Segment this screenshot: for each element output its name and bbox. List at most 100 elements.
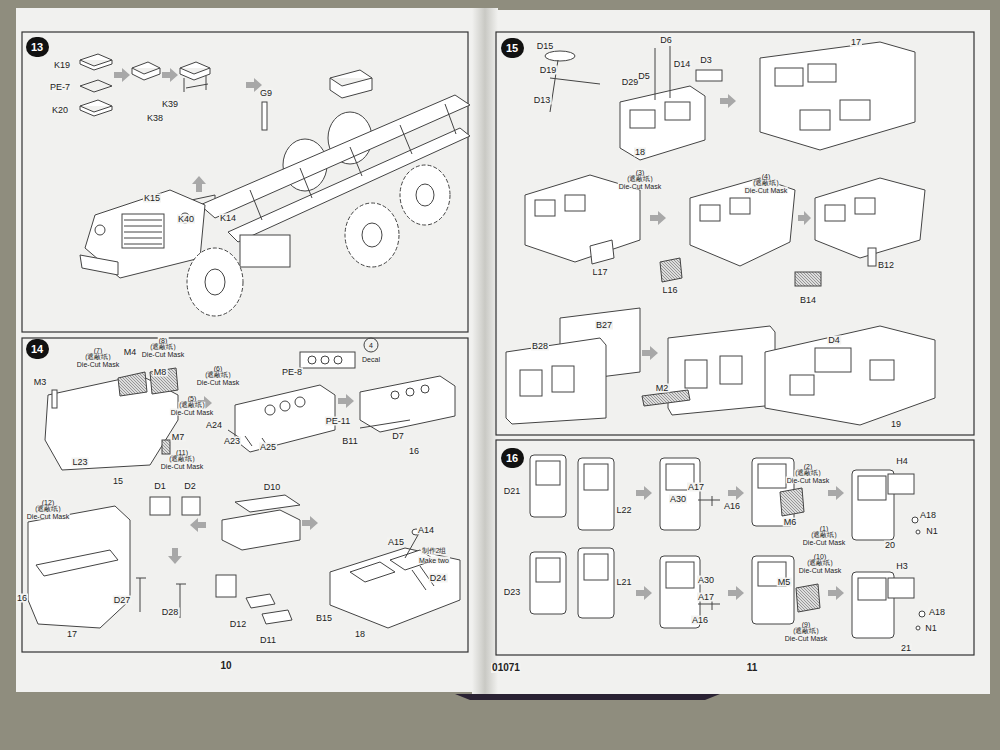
- step-number: 15: [501, 38, 524, 58]
- part-label: M6: [783, 518, 798, 527]
- part-label: 10: [219, 661, 232, 671]
- part-label: D14: [673, 60, 692, 69]
- part-label: A16: [691, 616, 709, 625]
- gutter: [472, 8, 498, 694]
- part-label: K15: [143, 194, 161, 203]
- mask-callout: Die-Cut Mask: [160, 463, 204, 470]
- mask-callout: (10): [813, 553, 827, 560]
- mask-callout: (7): [93, 347, 104, 354]
- part-label: A24: [205, 421, 223, 430]
- part-label: D3: [699, 56, 713, 65]
- step15-parts: [506, 42, 935, 425]
- mask-callout: Die-Cut Mask: [26, 513, 70, 520]
- part-label: 15: [112, 477, 124, 486]
- step-number: 16: [501, 448, 524, 468]
- mask-callout: (遮蔽纸): [84, 354, 111, 361]
- part-label: M2: [655, 384, 670, 393]
- part-label: M3: [33, 378, 48, 387]
- mask-callout: (12): [41, 499, 55, 506]
- part-label: K38: [146, 114, 164, 123]
- part-label: D19: [539, 66, 558, 75]
- step-number: 13: [26, 37, 49, 57]
- part-label: PE-7: [49, 83, 71, 92]
- part-label: G9: [259, 89, 273, 98]
- part-label: H4: [895, 457, 909, 466]
- part-label: PE-8: [281, 368, 303, 377]
- step13-parts: [80, 54, 470, 316]
- part-label: 17: [66, 630, 78, 639]
- part-label: 21: [900, 644, 912, 653]
- mask-callout: (遮蔽纸): [168, 456, 195, 463]
- mask-callout: (遮蔽纸): [806, 560, 833, 567]
- part-label: L16: [661, 286, 678, 295]
- mask-callout: (11): [175, 449, 189, 456]
- mask-callout: Die-Cut Mask: [744, 187, 788, 194]
- mask-callout: Die-Cut Mask: [76, 361, 120, 368]
- part-label: A30: [669, 495, 687, 504]
- mask-callout: Make two: [418, 557, 450, 564]
- mask-callout: (1): [819, 525, 830, 532]
- part-label: D1: [153, 482, 167, 491]
- part-label: 01071: [491, 663, 521, 673]
- mask-callout: (遮蔽纸): [149, 344, 176, 351]
- part-label: B28: [531, 342, 549, 351]
- part-label: 16: [408, 447, 420, 456]
- part-label: A18: [928, 608, 946, 617]
- part-label: B11: [341, 437, 358, 446]
- mask-callout: (遮蔽纸): [178, 402, 205, 409]
- part-label: D7: [391, 432, 405, 441]
- mask-callout: (3): [635, 169, 646, 176]
- part-label: A17: [697, 593, 715, 602]
- part-label: D23: [503, 588, 522, 597]
- mask-callout: Die-Cut Mask: [784, 635, 828, 642]
- mask-callout: Decal: [361, 356, 381, 363]
- mask-callout: (遮蔽纸): [752, 180, 779, 187]
- mask-callout: (遮蔽纸): [792, 628, 819, 635]
- part-label: M4: [123, 348, 138, 357]
- part-label: B14: [799, 296, 817, 305]
- part-label: L21: [615, 578, 632, 587]
- mask-callout: (4): [761, 173, 772, 180]
- mask-callout: 4: [368, 342, 374, 349]
- step16-parts: [530, 455, 925, 638]
- mask-callout: Die-Cut Mask: [618, 183, 662, 190]
- part-label: B27: [595, 321, 613, 330]
- mask-callout: (遮蔽纸): [204, 372, 231, 379]
- part-label: 18: [354, 630, 366, 639]
- part-label: A15: [387, 538, 405, 547]
- booklet-edge: [455, 694, 720, 700]
- part-label: D21: [503, 487, 522, 496]
- mask-callout: (8): [158, 337, 169, 344]
- part-label: H3: [895, 562, 909, 571]
- part-label: D2: [183, 482, 197, 491]
- mask-callout: Die-Cut Mask: [141, 351, 185, 358]
- part-label: K14: [219, 214, 237, 223]
- part-label: K39: [161, 100, 179, 109]
- step-number-text: 15: [506, 43, 518, 54]
- mask-callout: Die-Cut Mask: [170, 409, 214, 416]
- mask-callout: (2): [803, 463, 814, 470]
- part-label: A17: [687, 483, 705, 492]
- mask-callout: Die-Cut Mask: [798, 567, 842, 574]
- part-label: D10: [263, 483, 282, 492]
- part-label: A16: [723, 502, 741, 511]
- mask-callout: Die-Cut Mask: [802, 539, 846, 546]
- part-label: D4: [827, 336, 841, 345]
- left-page: [16, 8, 492, 692]
- part-label: PE-11: [325, 417, 351, 426]
- part-label: D24: [429, 574, 448, 583]
- part-label: B12: [877, 261, 895, 270]
- part-label: N1: [925, 527, 939, 536]
- part-label: L23: [71, 458, 88, 467]
- part-label: M8: [153, 368, 168, 377]
- part-label: 20: [884, 541, 896, 550]
- mask-callout: (9): [801, 621, 812, 628]
- mask-callout: Die-Cut Mask: [196, 379, 240, 386]
- part-label: K19: [53, 61, 71, 70]
- part-label: D12: [229, 620, 248, 629]
- part-label: D13: [533, 96, 552, 105]
- part-label: M7: [171, 433, 186, 442]
- right-page: [480, 10, 990, 694]
- mask-callout: (遮蔽纸): [626, 176, 653, 183]
- part-label: A25: [259, 443, 277, 452]
